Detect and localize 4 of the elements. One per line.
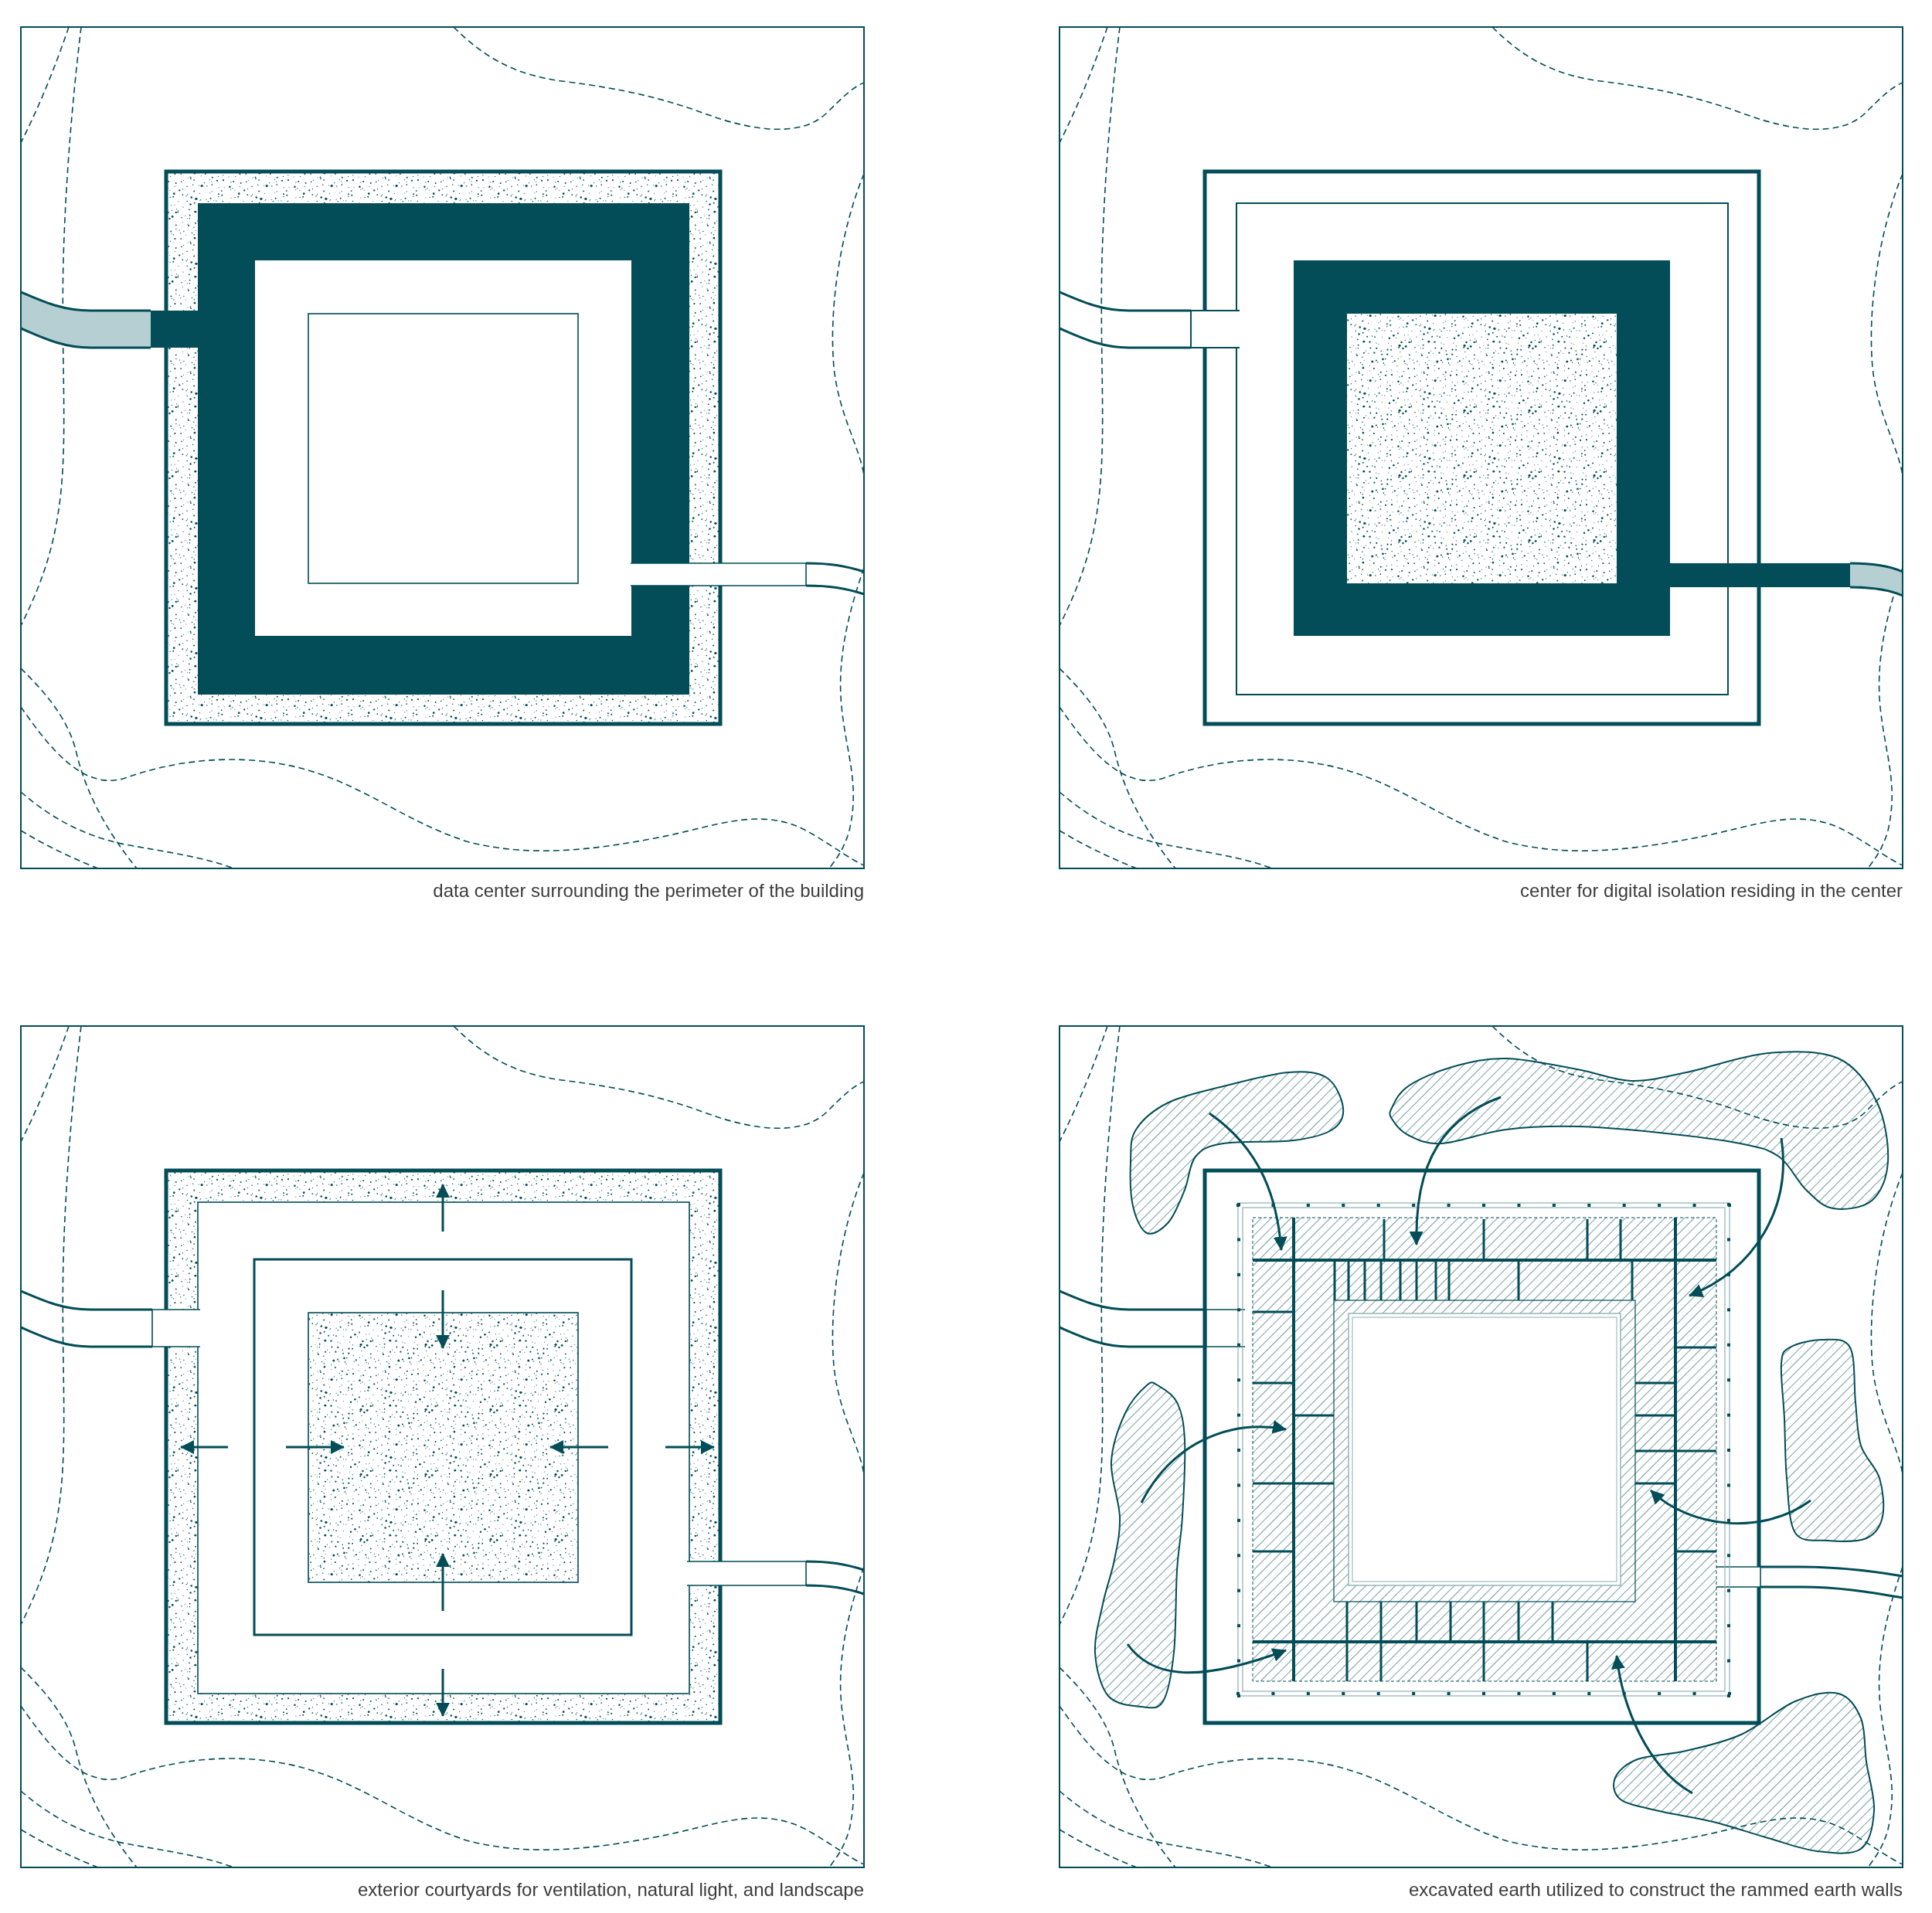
caption: excavated earth utilized to construct the rammed earth walls <box>1409 1878 1903 1901</box>
caption: center for digital isolation residing in the center <box>1520 879 1903 902</box>
caption: data center surrounding the perimeter of the building <box>433 879 864 902</box>
caption: exterior courtyards for ventilation, natural light, and landscape <box>357 1878 864 1901</box>
